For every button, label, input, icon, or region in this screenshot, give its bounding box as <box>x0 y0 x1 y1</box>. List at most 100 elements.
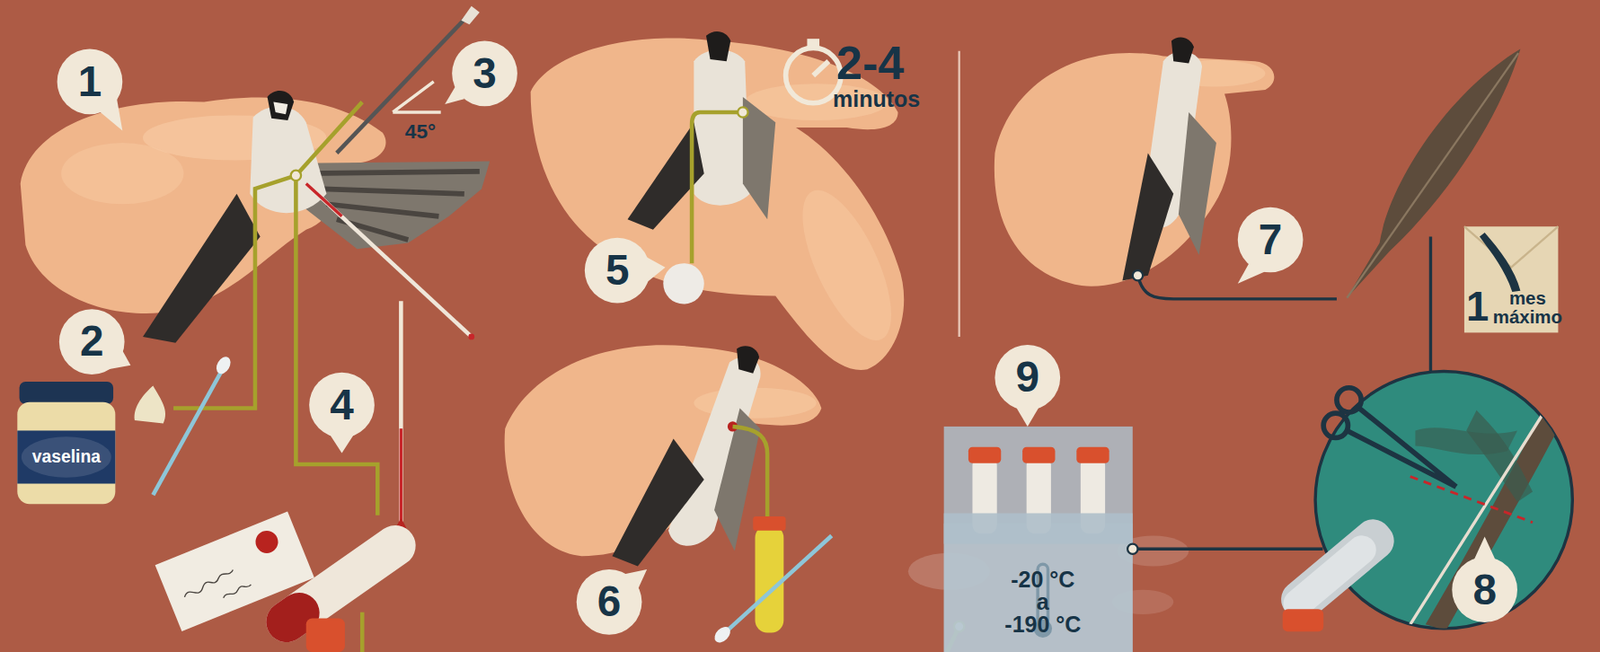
hand-part <box>994 53 1275 287</box>
detail-circle-part-part <box>1414 427 1518 455</box>
detail-circle-part <box>1410 359 1590 631</box>
freezer-box-part-part <box>1022 447 1055 464</box>
detail-circle: 8 <box>1313 369 1575 631</box>
hand-part <box>784 178 910 354</box>
bird-part <box>706 31 731 62</box>
node-text: -20 °C <box>1010 567 1075 592</box>
divider <box>958 51 960 337</box>
capillary-part <box>399 428 403 526</box>
freezer-box-part-part <box>1076 447 1109 464</box>
vaseline-jar: vaselina <box>15 380 118 508</box>
sample-tube-part <box>755 525 785 633</box>
detail-circle-part-part <box>1410 389 1559 625</box>
leader-line-part <box>173 175 296 408</box>
bird <box>142 90 490 344</box>
detail-circle-part <box>1323 388 1457 487</box>
bird-part <box>1122 152 1174 281</box>
divider-part <box>958 51 961 337</box>
angle-mark-part <box>392 81 441 113</box>
freezer-box-part <box>944 426 1133 652</box>
cotton-ball <box>662 263 704 304</box>
note-text: minutos <box>832 87 920 111</box>
leader-line <box>691 106 748 264</box>
swab-part <box>152 369 222 496</box>
syringe-part <box>468 334 475 341</box>
callout-bubble-part <box>1014 404 1042 427</box>
callout-number: 2 <box>79 319 105 365</box>
leader-line-part <box>295 102 363 177</box>
sample-tube-part <box>752 516 786 531</box>
callout-number: 1 <box>1466 284 1489 328</box>
leader-line-part <box>295 175 378 515</box>
callout-number: 5 <box>605 247 630 293</box>
syringe-part <box>306 184 472 337</box>
callout-number: 6 <box>597 579 622 625</box>
paper-card-part <box>155 512 315 632</box>
paper-card <box>155 512 315 632</box>
leader-line-part <box>691 112 743 264</box>
node-text: 8 <box>1472 567 1497 613</box>
vaseline-jar <box>15 380 118 508</box>
leader-line-part <box>360 612 365 652</box>
detail-circle-part <box>1471 537 1499 566</box>
bird-part <box>273 102 288 115</box>
sample-tube-part <box>711 624 734 646</box>
detail-circle-part <box>1315 371 1573 629</box>
bird-part <box>612 439 705 567</box>
callout-bubble-part <box>584 238 651 304</box>
bird-part <box>249 106 327 214</box>
detail-circle-part-part <box>1410 477 1533 523</box>
syringe <box>306 6 480 341</box>
hand-part <box>61 142 184 204</box>
bird-part <box>306 171 480 240</box>
sample-tube-part <box>719 535 832 638</box>
callout-number: 2-4 <box>836 38 905 89</box>
hand <box>994 53 1275 287</box>
timer-icon-part <box>786 47 841 103</box>
angle-label: 45° <box>405 121 436 143</box>
callout-number: 7 <box>1258 217 1283 263</box>
note-text: mes máximo <box>1490 289 1565 328</box>
leader-line-part <box>291 170 301 181</box>
vaseline-jar-part <box>17 430 115 484</box>
callout-bubble-part <box>622 569 647 593</box>
detail-circle-part <box>1451 556 1518 623</box>
bird-part <box>693 49 750 205</box>
node-text: a <box>1036 590 1050 614</box>
callout-bubble-part <box>309 372 375 439</box>
callout-bubble-part <box>1237 263 1266 284</box>
bird-part <box>1171 37 1194 64</box>
callout-bubble-part <box>107 346 131 370</box>
paper-card-part <box>252 527 283 557</box>
capillary <box>394 300 408 547</box>
freezer-box-part-part <box>968 447 1001 464</box>
timer-icon-part <box>813 61 829 76</box>
swab <box>152 353 233 496</box>
capillary-part <box>398 300 404 526</box>
envelope-part <box>1479 232 1521 292</box>
tube-cap <box>306 618 345 652</box>
callout-bubble-part <box>1237 207 1304 274</box>
leader-line-part <box>1137 275 1336 300</box>
detail-circle-part-part <box>1466 410 1533 503</box>
detail-circle-part-part <box>1346 407 1457 487</box>
bird-part <box>1178 112 1217 256</box>
leader-line-part <box>1429 237 1433 392</box>
vaseline-dab <box>134 385 166 424</box>
bird-part <box>736 345 760 373</box>
callout-bubble-part <box>994 344 1061 411</box>
swab-part <box>213 353 234 377</box>
leader-line-part <box>733 426 769 522</box>
vaseline-jar-part <box>19 381 114 405</box>
leader-line-part <box>737 106 748 117</box>
callout-number: 1 <box>78 59 103 105</box>
detail-circle-part-part <box>1425 359 1590 631</box>
sample-tube <box>711 516 832 646</box>
bird <box>627 31 777 230</box>
callout-bubble-part <box>643 255 666 286</box>
node-text: -190 °C <box>1004 612 1081 637</box>
callout-number: 9 <box>1016 354 1041 400</box>
detail-circle-part-part <box>1336 388 1362 413</box>
